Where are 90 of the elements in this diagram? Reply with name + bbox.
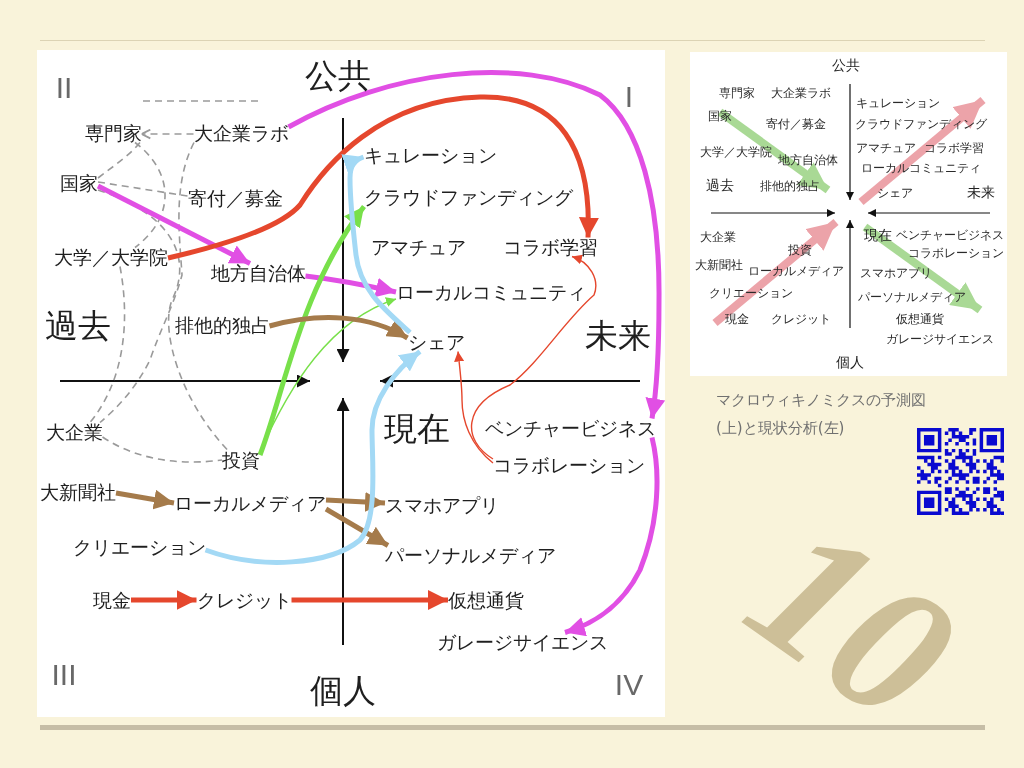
arrow — [291, 590, 448, 610]
inset-label: コラボ学習 — [924, 142, 984, 154]
arrow — [140, 128, 195, 140]
inset-label: クラウドファンディング — [855, 118, 987, 130]
quadrant-numeral: II — [55, 73, 73, 103]
arrow — [564, 436, 660, 636]
arrow — [341, 154, 412, 335]
page-number: 10 — [736, 513, 968, 731]
inset-label: 地方自治体 — [778, 154, 838, 166]
inset-label: シェア — [877, 187, 913, 199]
inset-label: クレジット — [771, 313, 831, 325]
axis-label: 個人 — [836, 355, 864, 369]
axis-label: 現在 — [384, 411, 450, 445]
inset-label: ガレージサイエンス — [886, 333, 994, 345]
quadrant-numeral: I — [624, 82, 634, 112]
arrow — [204, 349, 422, 565]
inset-label: アマチュア — [856, 142, 916, 154]
arrow — [470, 255, 597, 460]
inset-label: ローカルコミュニティ — [861, 162, 981, 174]
connector-line — [97, 189, 229, 452]
inset-label: 大企業 — [700, 231, 736, 243]
concept-label: ローカルコミュニティ — [396, 282, 586, 302]
connector-line — [89, 265, 126, 424]
concept-label: ガレージサイエンス — [436, 632, 608, 652]
inset-label: 投資 — [788, 244, 812, 256]
inset-label: 大学／大学院 — [700, 146, 772, 158]
axis-label: 個人 — [310, 673, 376, 707]
inset-label: パーソナルメディア — [858, 291, 966, 303]
concept-label: 地方自治体 — [210, 263, 306, 283]
concept-label: 仮想通貨 — [448, 590, 524, 610]
connector-line — [97, 181, 189, 197]
inset-label: 国家 — [708, 110, 732, 122]
inset-label: クリエーション — [709, 287, 793, 299]
arrow — [131, 590, 197, 610]
inset-label: 仮想通貨 — [896, 313, 944, 325]
quadrant-numeral: III — [51, 660, 77, 690]
concept-label: クリエーション — [72, 537, 206, 557]
concept-label: 排他的独占 — [174, 315, 270, 335]
concept-label: 大新聞社 — [40, 482, 116, 502]
concept-label: キュレーション — [363, 145, 497, 165]
concept-label: 大企業 — [45, 422, 103, 442]
axis-label: 公共 — [305, 58, 371, 92]
inset-label: ローカルメディア — [748, 265, 844, 277]
axis-label: 過去 — [45, 308, 111, 342]
concept-label: ベンチャービジネス — [484, 418, 656, 438]
inset-label: コラボレーション — [908, 247, 1004, 259]
concept-label: クレジット — [196, 590, 292, 610]
inset-label: 大新聞社 — [695, 259, 743, 271]
inset-label: 寄付／募金 — [766, 118, 826, 130]
arrow — [454, 350, 494, 464]
concept-label: 国家 — [60, 173, 98, 193]
concept-label: 投資 — [222, 450, 260, 470]
quadrant-numeral: IV — [614, 670, 644, 700]
concept-label: 大企業ラボ — [193, 123, 289, 143]
axis-label: 未来 — [585, 318, 651, 352]
concept-label: クラウドファンディング — [363, 187, 573, 207]
concept-label: スマホアプリ — [385, 495, 499, 515]
connector-line — [97, 141, 141, 179]
inset-label: 専門家 — [719, 87, 755, 99]
connector-line — [99, 141, 195, 424]
arrow — [324, 506, 390, 548]
concept-label: 現金 — [93, 590, 131, 610]
concept-label: 大学／大学院 — [54, 247, 168, 267]
axis-label: 公共 — [832, 58, 860, 72]
concept-label: パーソナルメディア — [384, 545, 556, 565]
concept-label: コラボレーション — [493, 455, 645, 475]
arrow — [305, 273, 397, 298]
inset-label: ベンチャービジネス — [896, 229, 1004, 241]
arrow — [268, 315, 409, 341]
concept-label: ローカルメディア — [174, 493, 326, 513]
arrow — [259, 297, 397, 453]
concept-label: アマチュア — [370, 237, 466, 257]
inset-label: 現金 — [725, 313, 749, 325]
axis-label: 未来 — [967, 185, 995, 199]
inset-label: 大企業ラボ — [771, 87, 831, 99]
caption: マクロウィキノミクスの予測図(上)と現状分析(左) — [716, 390, 927, 439]
connector-line — [101, 436, 223, 463]
arrow — [167, 94, 599, 261]
arrow — [96, 183, 252, 266]
concept-label: 寄付／募金 — [187, 188, 283, 208]
concept-label: 専門家 — [84, 123, 142, 143]
arrow — [115, 489, 175, 510]
arrow — [287, 70, 666, 419]
arrow — [257, 205, 367, 456]
concept-label: シェア — [407, 332, 465, 352]
axis-label: 過去 — [706, 178, 734, 192]
connector-line — [134, 141, 166, 249]
inset-label: キュレーション — [856, 97, 940, 109]
arrow — [325, 492, 386, 512]
concept-label: コラボ学習 — [502, 237, 598, 257]
